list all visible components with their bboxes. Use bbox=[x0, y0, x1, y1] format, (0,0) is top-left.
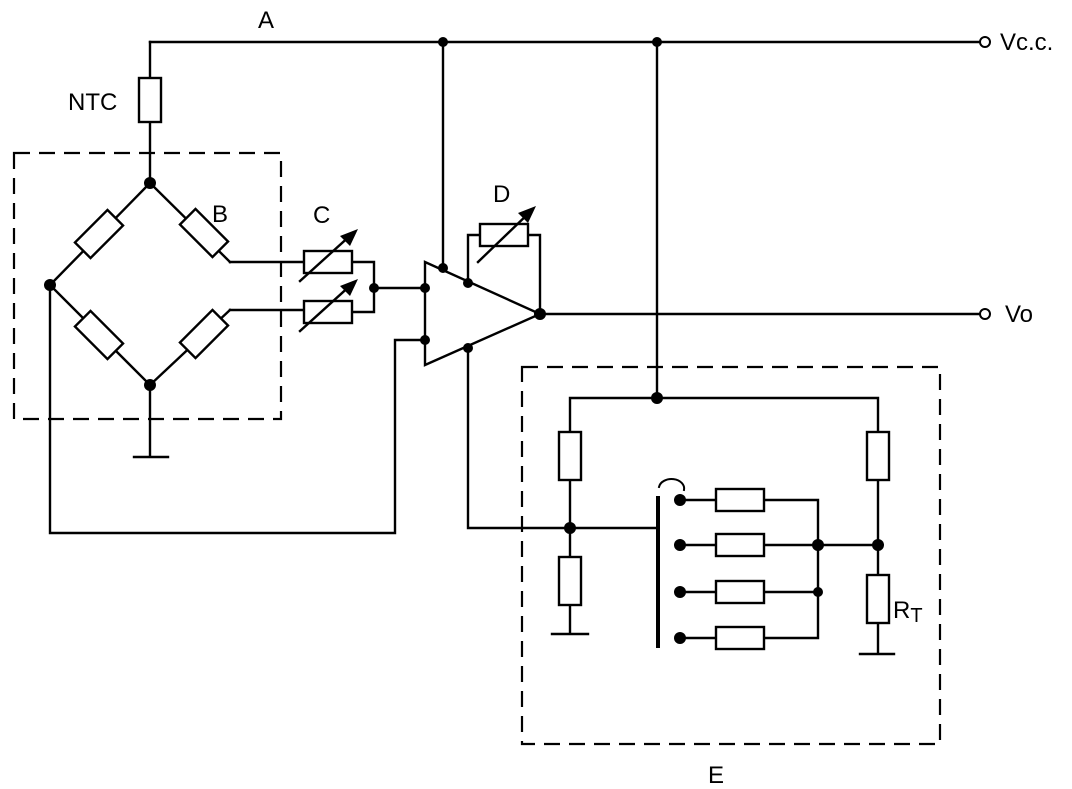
divider-resistor-top bbox=[557, 430, 583, 482]
bridge-resistor-bottom-left bbox=[73, 309, 125, 361]
label-ntc: NTC bbox=[68, 89, 117, 116]
op-amp bbox=[423, 260, 543, 367]
wires bbox=[48, 40, 982, 656]
label-rt-sub: T bbox=[910, 605, 922, 627]
vcc-terminal bbox=[979, 36, 991, 48]
ntc-resistor bbox=[137, 76, 163, 124]
bridge-resistor-bottom-right bbox=[178, 308, 230, 360]
label-vo: Vo bbox=[1005, 301, 1033, 328]
label-e: E bbox=[708, 762, 724, 789]
label-vcc: Vc.c. bbox=[1000, 29, 1053, 56]
rt-resistor bbox=[865, 573, 891, 625]
label-b: B bbox=[212, 201, 228, 228]
vo-terminal bbox=[979, 308, 991, 320]
junctions bbox=[44, 37, 884, 644]
variable-arrows bbox=[298, 206, 536, 333]
series-resistor bbox=[865, 430, 891, 482]
label-c: C bbox=[313, 202, 330, 229]
label-a: A bbox=[258, 7, 274, 34]
bridge-resistor-top-left bbox=[73, 208, 125, 260]
label-rt: RT bbox=[893, 597, 923, 627]
reference-box bbox=[520, 365, 942, 746]
ladder-resistor-3 bbox=[714, 579, 766, 605]
label-rt-main: R bbox=[893, 597, 910, 624]
ladder-resistor-4 bbox=[714, 625, 766, 651]
label-d: D bbox=[493, 181, 510, 208]
ladder-resistor-2 bbox=[714, 532, 766, 558]
bridge-resistor-b bbox=[178, 207, 230, 259]
variable-resistor-d bbox=[478, 222, 530, 248]
ladder-resistor-1 bbox=[714, 487, 766, 513]
divider-resistor-bottom bbox=[557, 555, 583, 607]
bridge-box bbox=[12, 151, 283, 421]
